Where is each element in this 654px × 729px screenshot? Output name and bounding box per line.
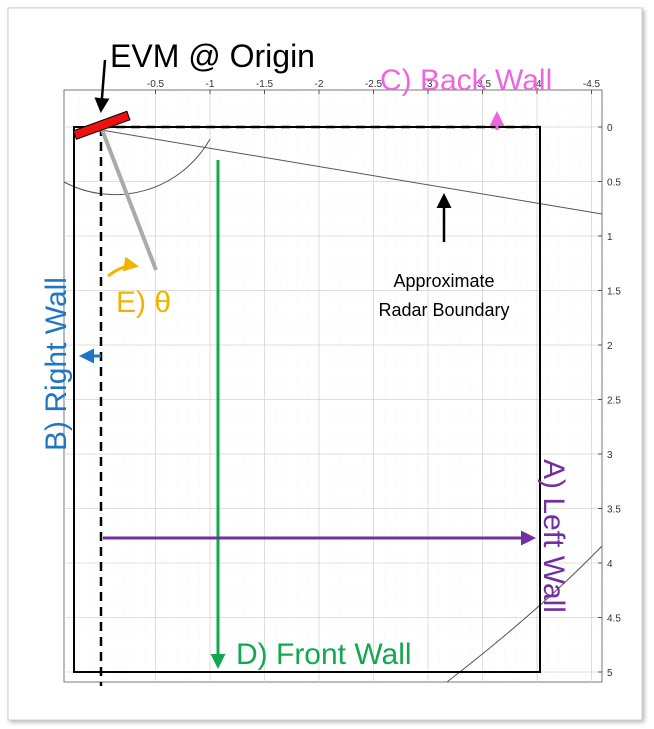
y-tick-label: 2 bbox=[607, 341, 613, 352]
radar-boundary-label-line2: Radar Boundary bbox=[378, 300, 509, 320]
evm-origin-arrow bbox=[94, 59, 110, 113]
x-tick-label: -1 bbox=[206, 79, 215, 90]
theta-arc-arrow bbox=[107, 256, 139, 278]
room-outline bbox=[73, 126, 541, 673]
x-tick-label: -2.5 bbox=[365, 79, 383, 90]
y-tick-label: 2.5 bbox=[607, 396, 621, 407]
y-tick-label: 0 bbox=[607, 123, 613, 134]
front-wall-label: D) Front Wall bbox=[236, 638, 412, 671]
x-tick-label: -3.5 bbox=[474, 79, 492, 90]
evm-origin-label: EVM @ Origin bbox=[110, 38, 315, 74]
evm-sensor-icon bbox=[72, 110, 131, 140]
x-tick-label: -4 bbox=[533, 79, 542, 90]
radar-near-arc bbox=[63, 138, 211, 196]
y-tick-label: 4 bbox=[607, 559, 613, 570]
x-tick-label: -2 bbox=[315, 79, 324, 90]
theta-label: E) θ bbox=[116, 286, 171, 319]
x-tick-label: -3 bbox=[424, 79, 433, 90]
x-axis-ticks: -0.5 -1 -1.5 -2 -2.5 -3 -3.5 -4 -4.5 bbox=[147, 79, 601, 94]
y-tick-label: 4.5 bbox=[607, 614, 621, 625]
right-wall-label: B) Right Wall bbox=[40, 277, 73, 451]
radar-boundary-line bbox=[100, 129, 603, 215]
y-tick-label: 1.5 bbox=[607, 287, 621, 298]
y-tick-label: 0.5 bbox=[607, 178, 621, 189]
radar-far-arc bbox=[446, 545, 603, 683]
sensor-direction-line bbox=[99, 126, 158, 271]
y-tick-label: 3.5 bbox=[607, 505, 621, 516]
y-tick-label: 5 bbox=[607, 668, 613, 679]
back-wall-label: C) Back Wall bbox=[380, 64, 552, 97]
left-wall-label: A) Left Wall bbox=[537, 459, 570, 613]
y-axis-ticks: 0 0.5 1 1.5 2 2.5 3 3.5 4 4.5 5 bbox=[598, 123, 621, 679]
radar-boundary-label-line1: Approximate bbox=[393, 271, 494, 291]
major-gridlines bbox=[64, 90, 602, 682]
x-tick-label: -1.5 bbox=[256, 79, 274, 90]
x-tick-label: -0.5 bbox=[147, 79, 165, 90]
x-tick-label: -4.5 bbox=[583, 79, 601, 90]
y-tick-label: 1 bbox=[607, 232, 613, 243]
y-tick-label: 3 bbox=[607, 450, 613, 461]
plot-grid bbox=[64, 90, 602, 682]
